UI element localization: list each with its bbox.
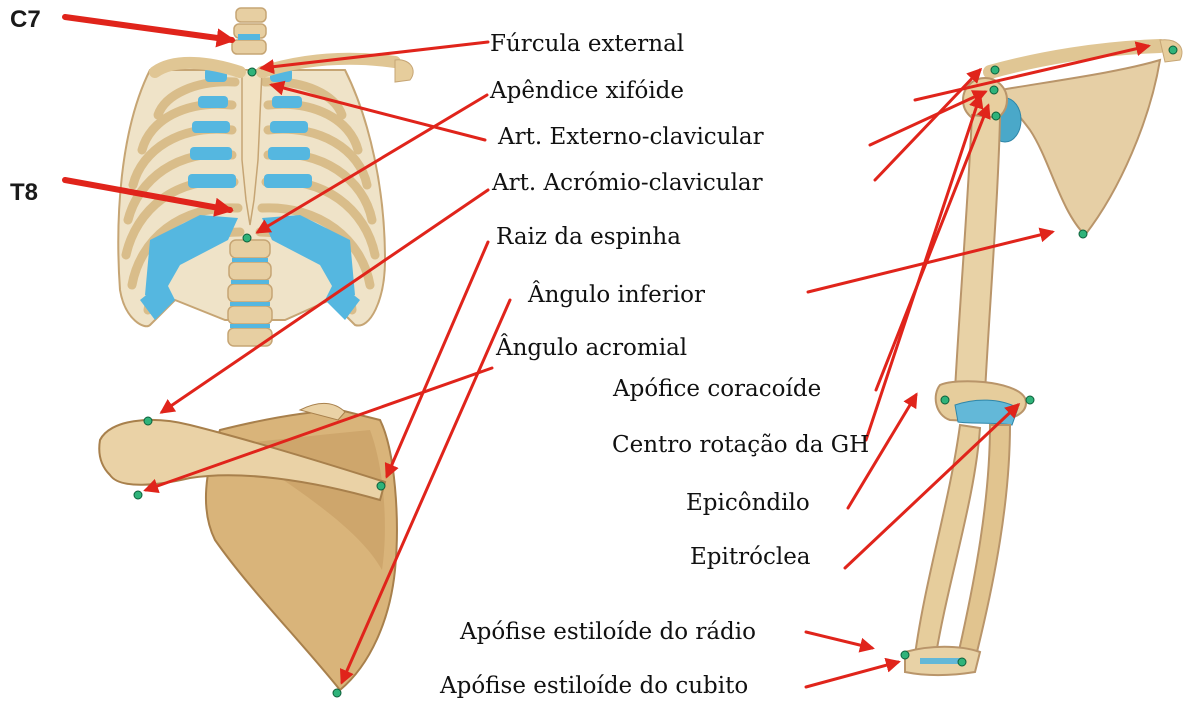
- raiz-da-espinha-label: Raiz da espinha: [496, 226, 681, 249]
- t8-label: T8: [10, 179, 38, 207]
- apofise-estiloide-cubito-label: Apófise estiloíde do cubito: [440, 675, 748, 698]
- arm-illustration: [905, 40, 1182, 675]
- epicondilo-label: Epicôndilo: [686, 492, 810, 515]
- centro-rotacao-gh-label: Centro rotação da GH: [612, 434, 869, 457]
- apendice-xifoide-label: Apêndice xifóide: [490, 80, 684, 103]
- scapula-illustration: [99, 403, 397, 690]
- apofice-coracoide-label: Apófice coracoíde: [613, 378, 821, 401]
- thorax-illustration: [118, 8, 413, 346]
- art-externo-clavicular-label: Art. Externo-clavicular: [498, 126, 764, 149]
- apofise-estiloide-radio-label: Apófise estiloíde do rádio: [460, 621, 756, 644]
- furcula-external-label: Fúrcula external: [490, 33, 684, 56]
- c7-label: C7: [10, 6, 41, 34]
- angulo-inferior-label: Ângulo inferior: [528, 284, 705, 307]
- epitroclea-label: Epitróclea: [690, 546, 811, 569]
- art-acromio-clavicular-label: Art. Acrómio-clavicular: [492, 172, 763, 195]
- angulo-acromial-label: Ângulo acromial: [496, 337, 687, 360]
